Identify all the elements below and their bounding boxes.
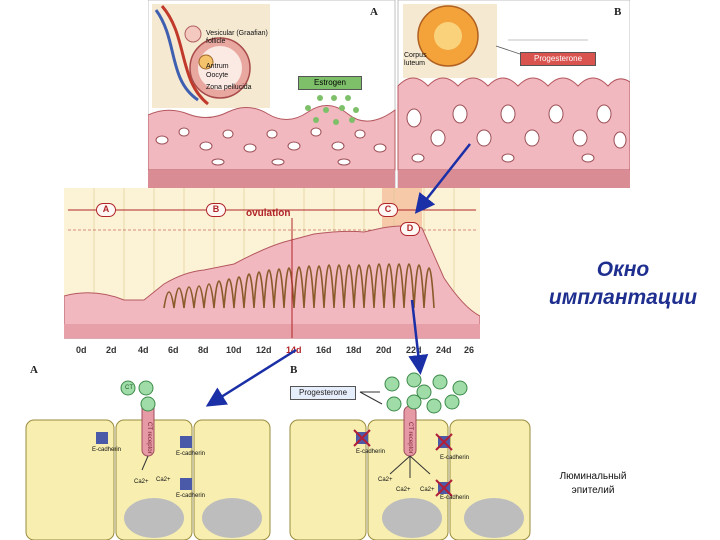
implantation-window-title: Окно имплантации [548,258,698,309]
ct-receptor-label-b: CT receptor [407,422,413,454]
blood-vessel-red [160,5,209,106]
oocyte [198,54,214,70]
endometrium-top-illustration [148,0,630,188]
calcium-label: Ca2+ [420,487,435,493]
basal-layer-b [398,170,630,188]
phase-b-badge: B [206,203,226,217]
nucleus [124,498,184,538]
ecadherin-label: E-cadherin [92,447,122,453]
arrow-chart-to-a [205,348,297,407]
glands-a [155,127,387,166]
ct-molecules-b [384,372,468,414]
day-label: 18d [346,345,362,355]
phase-a-badge: A [96,203,116,217]
calcium-label: Ca2+ [396,487,411,493]
day-label: 0d [76,345,87,355]
day-label: 22d [406,345,422,355]
calcium-label: Ca2+ [156,477,171,483]
nucleus [464,498,524,538]
glands-b [406,104,627,163]
day-label: 12d [256,345,272,355]
ecadherin-label: E-cadherin [440,495,470,501]
phase-c-badge: C [378,203,398,217]
ecadherin-label: E-cadherin [176,451,206,457]
corpus-luteum-core [434,22,462,50]
corpus-luteum-label: Corpus luteum [404,52,427,67]
phase-d-badge: D [400,222,420,236]
ct-receptor-label-a: CT receptor [146,422,152,454]
estrogen-molecules [305,95,359,125]
uterine-glands [163,263,435,309]
cycle-chart-svg [64,188,480,339]
ovulation-label: ovulation [246,208,291,219]
blood-vessel [154,9,199,102]
day-label: 26 [464,345,475,355]
progesterone-box-bottom: Progesterone [290,386,356,400]
top-panel-a-label: A [370,6,378,18]
estrogen-box: Estrogen [298,76,362,90]
signal-arrows [141,391,431,478]
ecadherin-label: E-cadherin [440,455,470,461]
ct-molecules-a [120,380,156,412]
cell [289,419,367,540]
antrum-label: Antrum [206,63,229,70]
nucleus [202,498,262,538]
basal-band [64,324,480,338]
zona-pellucida-label: Zona pellucida [206,84,252,91]
day-label: 6d [168,345,179,355]
top-panel-b-label: B [614,6,622,18]
ct-label: CT [125,385,133,391]
day-label: 24d [436,345,452,355]
day-label: 8d [198,345,209,355]
epithelium-illustration [25,372,531,540]
day-label: 2d [106,345,117,355]
cell [25,419,115,540]
ecadherin-label: E-cadherin [176,493,206,499]
calcium-label: Ca2+ [134,479,149,485]
day-label: 10d [226,345,242,355]
follicle-label: Vesicular (Graafian) follicle [206,30,268,45]
luminal-epithelium-label: Люминальный эпителий [559,471,627,496]
ecadherin-label: E-cadherin [356,449,386,455]
progesterone-box-top: Progesterone [520,52,596,66]
basal-layer-a [148,170,395,188]
day-label: 4d [138,345,149,355]
oocyte-label: Oocyte [206,72,229,79]
day-label: 16d [316,345,332,355]
bottom-panel-b-label: B [290,364,298,376]
downregulation-marks [353,429,453,497]
day-label: 20d [376,345,392,355]
endometrium-layer-b [397,77,630,171]
bottom-panel-a-label: A [30,364,38,376]
small-follicle [184,25,202,43]
arrow-top-to-chart [414,143,471,214]
arrow-chart-to-b [408,299,429,375]
nucleus [382,498,442,538]
calcium-label: Ca2+ [378,477,393,483]
